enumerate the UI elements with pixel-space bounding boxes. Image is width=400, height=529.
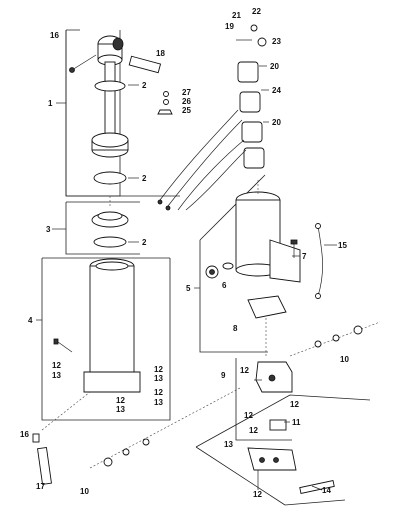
group-bracket-9 xyxy=(235,358,292,441)
callout-12a: 12 xyxy=(240,366,249,375)
callout-14: 14 xyxy=(322,486,331,495)
ground-strap-15 xyxy=(315,223,323,299)
callout-2c: 2 xyxy=(142,238,147,247)
callout-2b: 2 xyxy=(142,174,147,183)
callout-11: 11 xyxy=(292,418,301,427)
callout-12b: 12 xyxy=(290,400,299,409)
bolt-12-13a xyxy=(53,338,73,353)
piston xyxy=(91,132,129,158)
callout-13e: 13 xyxy=(224,440,233,449)
group-bracket-4 xyxy=(41,257,171,421)
fittings-10a xyxy=(89,387,241,469)
callout-24: 24 xyxy=(272,86,281,95)
callout-4: 4 xyxy=(28,316,33,325)
callout-12d: 12 xyxy=(249,426,258,435)
callout-19: 19 xyxy=(225,22,234,31)
callout-10b: 10 xyxy=(340,355,349,364)
pin-16b xyxy=(32,433,40,443)
group-bracket-3 xyxy=(65,201,140,255)
spool-14 xyxy=(299,479,335,495)
end-cap-3 xyxy=(91,211,129,228)
trim-cylinder-top xyxy=(97,35,124,66)
callout-15: 15 xyxy=(338,241,347,250)
callout-1: 1 xyxy=(48,99,53,108)
callout-22: 22 xyxy=(252,7,261,16)
callout-12c: 12 xyxy=(244,411,253,420)
callout-12f: 12 xyxy=(154,388,163,397)
callout-27: 27 xyxy=(182,88,191,97)
right-parts-10 xyxy=(289,321,381,357)
callout-10a: 10 xyxy=(80,487,89,496)
callout-6: 6 xyxy=(222,281,227,290)
reservoir-4 xyxy=(83,258,141,393)
assembly-line xyxy=(41,391,91,431)
gasket-8 xyxy=(247,295,287,319)
callout-12h: 12 xyxy=(52,361,61,370)
callout-16a: 16 xyxy=(50,31,59,40)
callout-23: 23 xyxy=(272,37,281,46)
callout-20a: 20 xyxy=(270,62,279,71)
callout-3: 3 xyxy=(46,225,51,234)
callout-12e: 12 xyxy=(154,365,163,374)
callout-26: 26 xyxy=(182,97,191,106)
group-bracket-1 xyxy=(65,29,180,197)
callout-16b: 16 xyxy=(20,430,29,439)
solenoid-20a xyxy=(237,61,259,83)
small-screw-19-23 xyxy=(236,24,267,47)
bolt-16 xyxy=(69,54,97,73)
callout-25: 25 xyxy=(182,106,191,115)
group-bracket-12 xyxy=(195,394,371,506)
o-ring-2b xyxy=(93,171,127,185)
o-ring-2a xyxy=(94,80,126,92)
callout-20b: 20 xyxy=(272,118,281,127)
solenoid-20c xyxy=(243,147,265,169)
solenoid-20b xyxy=(241,121,263,143)
fill-plug-6 xyxy=(205,262,234,279)
callout-13b: 13 xyxy=(154,374,163,383)
o-ring-2c xyxy=(93,236,127,248)
leader xyxy=(311,485,323,491)
callout-13d: 13 xyxy=(116,405,125,414)
solenoid-24 xyxy=(239,91,261,113)
callout-21: 21 xyxy=(232,11,241,20)
piston-rod xyxy=(104,61,116,143)
pump-motor-5 xyxy=(235,191,301,283)
valve-body-9 xyxy=(255,361,293,393)
pin-17 xyxy=(37,446,52,485)
wire-harness xyxy=(157,109,247,211)
callout-12g: 12 xyxy=(116,396,125,405)
callout-13c: 13 xyxy=(154,398,163,407)
callout-13a: 13 xyxy=(52,371,61,380)
callout-5: 5 xyxy=(186,284,191,293)
callout-17: 17 xyxy=(36,482,45,491)
pivot-pin-18 xyxy=(128,55,162,74)
manifold-12 xyxy=(247,447,297,471)
terminal-screws-25-27 xyxy=(157,91,173,115)
callout-8: 8 xyxy=(233,324,238,333)
callout-2a: 2 xyxy=(142,81,147,90)
callout-18: 18 xyxy=(156,49,165,58)
check-valve-11 xyxy=(269,419,287,431)
callout-9: 9 xyxy=(221,371,226,380)
group-bracket-5 xyxy=(199,174,268,353)
callout-7: 7 xyxy=(302,252,307,261)
callout-12i: 12 xyxy=(253,490,262,499)
